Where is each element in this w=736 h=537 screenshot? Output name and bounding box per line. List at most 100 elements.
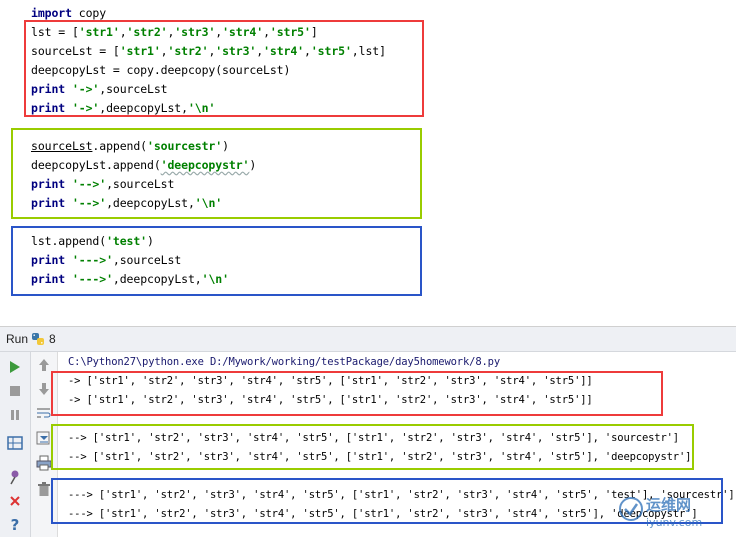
site-watermark: 运维网 iyunv.com [616, 490, 728, 534]
pause-icon[interactable] [6, 406, 24, 424]
code-string: 'str5' [269, 25, 311, 39]
code-line: deepcopyLst.append('deepcopystr') [31, 156, 256, 175]
layout-icon[interactable] [6, 434, 24, 452]
console-output-line: --> ['str1', 'str2', 'str3', 'str4', 'st… [68, 451, 692, 463]
code-token: .append( [92, 139, 148, 153]
code-string: '\n' [201, 272, 229, 286]
code-string: 'str4' [263, 44, 305, 58]
code-string: 'deepcopystr' [160, 158, 250, 172]
code-string: '--->' [71, 272, 113, 286]
code-line: print '->',deepcopyLst,'\n' [31, 99, 215, 118]
annotation-box-green-editor [11, 128, 422, 219]
code-string: 'str2' [126, 25, 168, 39]
code-token: lst.append( [31, 234, 107, 248]
code-token: , [160, 44, 168, 58]
code-string: '->' [71, 82, 100, 96]
code-token: lst = [ [31, 25, 79, 39]
code-line: print '->',sourceLst [31, 80, 168, 99]
close-icon[interactable] [6, 492, 24, 510]
watermark-url: iyunv.com [646, 516, 703, 529]
annotation-box-red-console [51, 371, 663, 416]
code-token: ) [147, 234, 154, 248]
code-string: '-->' [71, 196, 107, 210]
code-keyword: print [31, 196, 66, 210]
panel-splitter[interactable] [0, 326, 736, 327]
python-icon [32, 333, 44, 345]
code-line: print '-->',sourceLst [31, 175, 174, 194]
code-keyword: print [31, 101, 66, 115]
console-output[interactable]: C:\Python27\python.exe D:/Mywork/working… [58, 352, 736, 537]
code-token: , [208, 44, 216, 58]
code-string: 'str2' [167, 44, 209, 58]
code-keyword: print [31, 253, 66, 267]
code-line: sourceLst = ['str1','str2','str3','str4'… [31, 42, 386, 61]
code-string: '\n' [187, 101, 216, 115]
run-icon[interactable] [6, 358, 24, 376]
code-string: 'test' [106, 234, 148, 248]
code-line: lst.append('test') [31, 232, 154, 251]
run-config-name[interactable]: 8 [49, 332, 56, 346]
code-line: print '--->',deepcopyLst,'\n' [31, 270, 229, 289]
code-string: '--->' [71, 253, 113, 267]
watermark-logo [619, 497, 643, 521]
watermark-title: 运维网 [646, 496, 692, 514]
console-output-line: --> ['str1', 'str2', 'str3', 'str4', 'st… [68, 432, 679, 444]
code-keyword: print [31, 82, 66, 96]
code-line: lst = ['str1','str2','str3','str4','str5… [31, 23, 318, 42]
code-token: ,sourceLst [99, 82, 168, 96]
code-token: , [167, 25, 175, 39]
code-token: ,deepcopyLst, [99, 101, 188, 115]
run-toolbar-left: ? [0, 352, 31, 537]
code-line: deepcopyLst = copy.deepcopy(sourceLst) [31, 61, 290, 80]
code-token: ,sourceLst [106, 177, 175, 191]
code-token: ) [249, 158, 257, 172]
annotation-box-blue-console [51, 478, 723, 524]
code-string: 'str5' [310, 44, 352, 58]
code-token: ,lst] [351, 44, 386, 58]
code-token: , [304, 44, 311, 58]
code-token: sourceLst [31, 139, 93, 153]
code-string: '\n' [194, 196, 223, 210]
code-line: sourceLst.append('sourcestr') [31, 137, 229, 156]
pin-icon[interactable] [6, 468, 24, 486]
code-token: ,sourceLst [112, 253, 182, 267]
code-string: 'str1' [78, 25, 120, 39]
code-line: print '-->',deepcopyLst,'\n' [31, 194, 222, 213]
annotation-box-red-editor [24, 20, 424, 117]
code-string: '-->' [71, 177, 107, 191]
code-string: '->' [71, 101, 100, 115]
code-keyword: print [31, 177, 66, 191]
code-token: sourceLst = [ [31, 44, 120, 58]
code-string: 'sourcestr' [147, 139, 223, 153]
print-icon[interactable] [35, 454, 53, 472]
console-output-line: ---> ['str1', 'str2', 'str3', 'str4', 's… [68, 489, 735, 501]
code-keyword: import [31, 6, 72, 20]
soft-wrap-icon[interactable] [35, 404, 53, 422]
annotation-box-green-console [51, 424, 694, 470]
code-string: 'str3' [174, 25, 216, 39]
run-tab-label[interactable]: Run [6, 332, 29, 346]
code-token: deepcopyLst.append( [31, 158, 161, 172]
trash-icon[interactable] [35, 480, 53, 498]
code-token: deepcopyLst = copy.deepcopy(sourceLst) [31, 63, 291, 77]
scroll-to-end-icon[interactable] [35, 430, 53, 448]
run-panel-header: Run 8 [0, 327, 736, 352]
code-string: 'str1' [119, 44, 161, 58]
code-token: , [263, 25, 270, 39]
code-token: , [256, 44, 264, 58]
console-output-line: ---> ['str1', 'str2', 'str3', 'str4', 's… [68, 508, 698, 520]
console-output-line: -> ['str1', 'str2', 'str3', 'str4', 'str… [68, 394, 593, 406]
down-arrow-icon[interactable] [35, 380, 53, 398]
code-token: ,deepcopyLst, [112, 272, 202, 286]
console-command-line: C:\Python27\python.exe D:/Mywork/working… [68, 356, 501, 368]
code-string: 'str4' [222, 25, 264, 39]
annotation-box-blue-editor [11, 226, 422, 296]
stop-icon[interactable] [6, 382, 24, 400]
code-keyword: print [31, 272, 66, 286]
code-line: print '--->',sourceLst [31, 251, 181, 270]
help-icon[interactable]: ? [10, 516, 20, 534]
up-arrow-icon[interactable] [35, 356, 53, 374]
code-token: ,deepcopyLst, [106, 196, 195, 210]
code-string: 'str3' [215, 44, 257, 58]
